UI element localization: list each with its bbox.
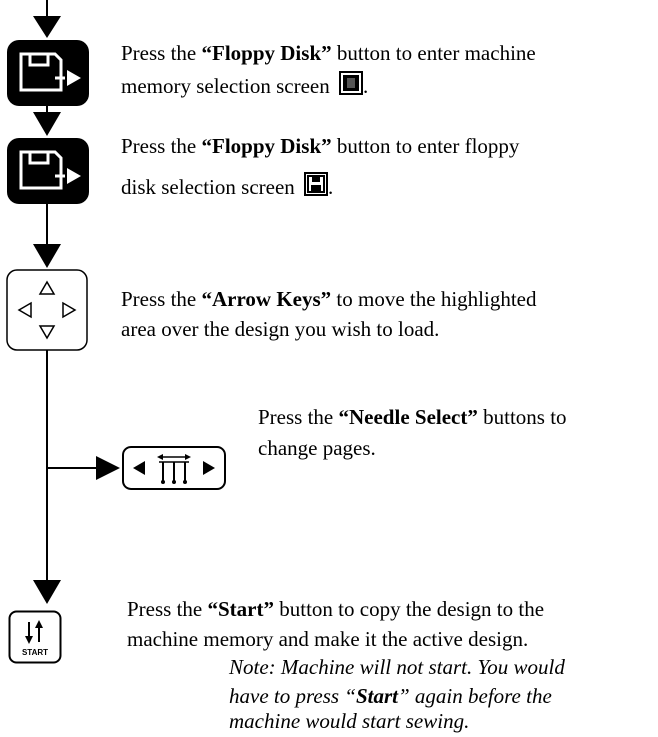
floppy-disk-button-icon: [7, 138, 89, 204]
arrow-keys-label: “Arrow Keys”: [201, 287, 332, 311]
floppy-step-2-line2: disk selection screen .: [121, 172, 333, 205]
floppy-disk-button-1[interactable]: [5, 38, 91, 108]
floppy-button-label-1: “Floppy Disk”: [201, 41, 332, 65]
start-button-icon: START: [8, 610, 62, 664]
start-note-line3: machine would start sewing.: [229, 709, 470, 733]
floppy-disk-button-2[interactable]: [5, 136, 91, 206]
arrows-step-line2: area over the design you wish to load.: [121, 317, 440, 341]
start-label: “Start”: [207, 597, 275, 621]
start-step-line1: Press the “Start” button to copy the des…: [127, 597, 545, 621]
floppy-step-1-line1: Press the “Floppy Disk” button to enter …: [121, 41, 536, 65]
floppy-step-2-line1: Press the “Floppy Disk” button to enter …: [121, 134, 520, 158]
arrow-keys-pad[interactable]: [5, 268, 89, 352]
start-step-line2: machine memory and make it the active de…: [127, 627, 529, 651]
arrows-step-line1: Press the “Arrow Keys” to move the highl…: [121, 287, 537, 311]
needle-step-line2: change pages.: [258, 436, 376, 460]
start-key-label: START: [22, 648, 48, 657]
needle-step-line1: Press the “Needle Select” buttons to: [258, 405, 567, 429]
arrow-keys-icon: [6, 269, 88, 351]
floppy-disk-button-icon: [7, 40, 89, 106]
disk-screen-icon: [304, 172, 329, 205]
needle-select-icon: [122, 446, 226, 490]
floppy-step-1-line2: memory selection screen .: [121, 71, 368, 104]
start-note-line2: have to press “Start” again before the: [229, 684, 552, 708]
memory-screen-icon: [339, 71, 363, 104]
start-button[interactable]: START: [8, 610, 62, 664]
start-note-line1: Note: Machine will not start. You would: [229, 655, 565, 679]
needle-select-label: “Needle Select”: [338, 405, 478, 429]
floppy-button-label-2: “Floppy Disk”: [201, 134, 332, 158]
needle-select-button[interactable]: [121, 445, 227, 491]
